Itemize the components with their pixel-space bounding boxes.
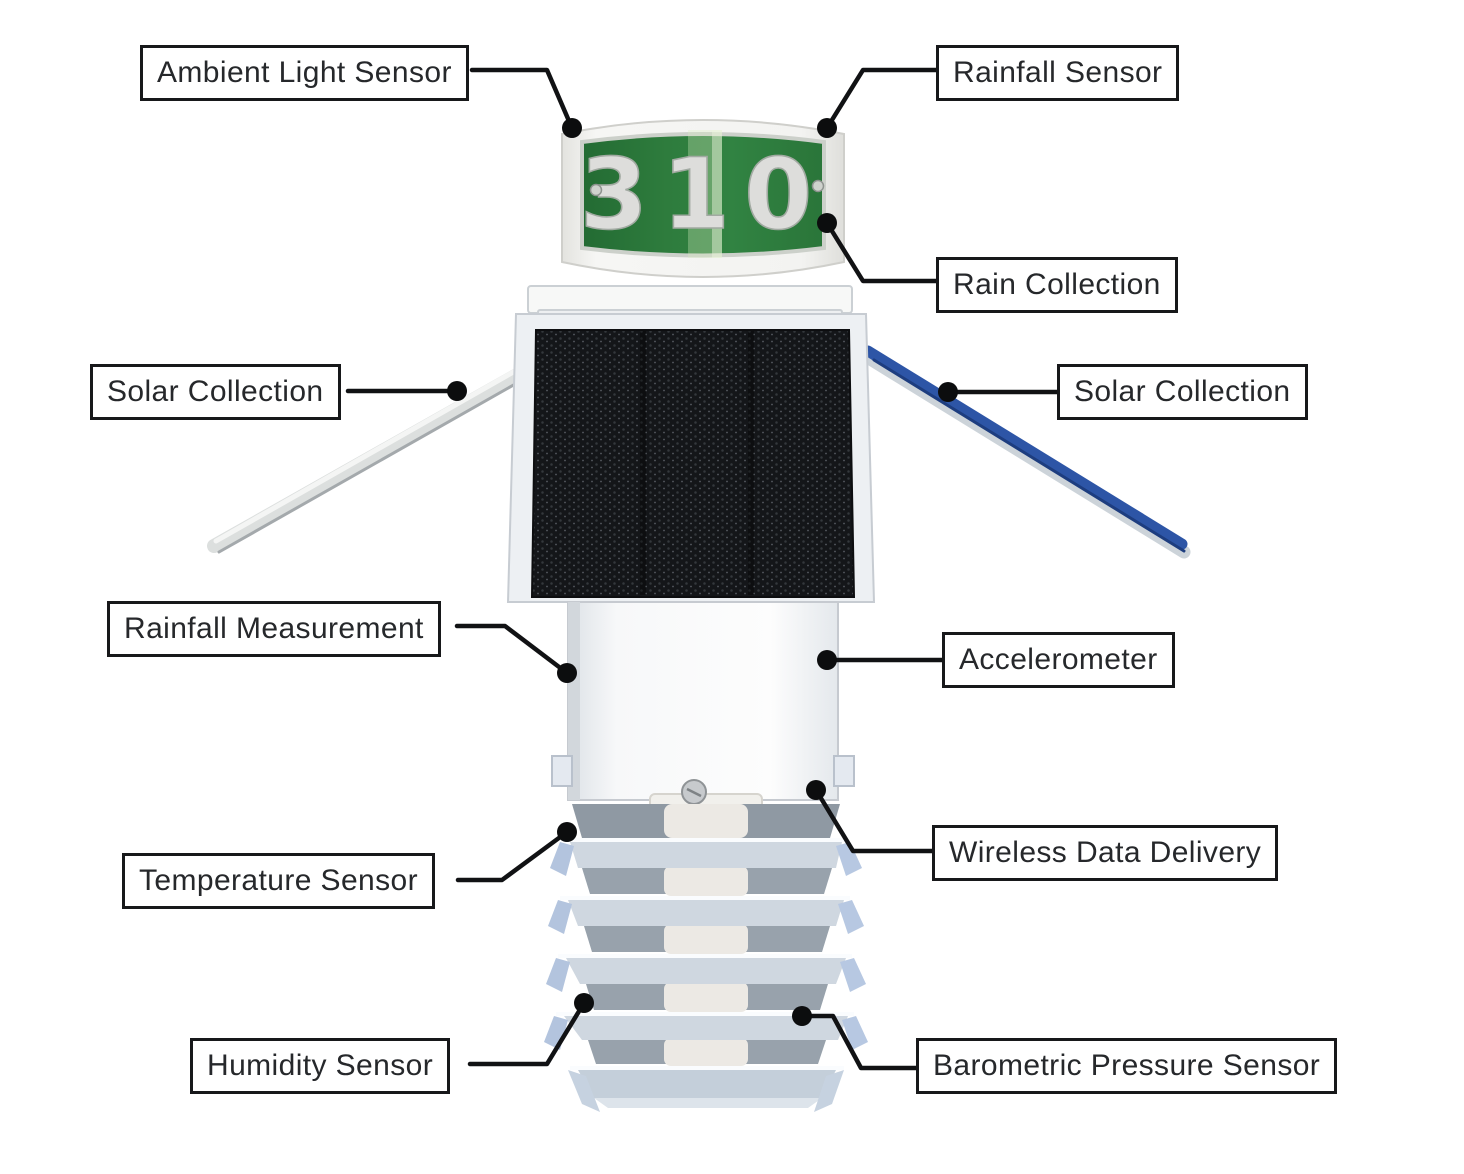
solar-panel: [530, 329, 856, 598]
shield-flare: [548, 900, 572, 934]
shield-flare: [814, 1070, 844, 1112]
connector-ambient-light: [469, 67, 582, 138]
connector-dot: [792, 1006, 812, 1026]
louver-plate: [564, 1016, 848, 1040]
shield-flare: [546, 958, 570, 992]
connector-dot: [817, 118, 837, 138]
plate-screw-left: [589, 183, 603, 197]
connector-dot: [557, 663, 577, 683]
louver-plate: [570, 842, 842, 868]
callout-wireless-data-delivery: Wireless Data Delivery: [932, 825, 1279, 881]
panel-cell-divider: [640, 331, 646, 595]
connector-dot: [562, 118, 582, 138]
callout-temperature-sensor: Temperature Sensor: [122, 853, 436, 909]
connector-dot: [447, 381, 467, 401]
plate-light-streak: [688, 130, 722, 258]
station-id-plate-number: 310: [580, 138, 827, 252]
shield-flare: [842, 1016, 868, 1050]
callout-accelerometer: Accelerometer: [942, 632, 1175, 688]
connector-accelerometer: [817, 650, 945, 670]
solar-wing-right: [862, 345, 1191, 559]
shield-flare: [838, 900, 864, 934]
shield-flare: [568, 1070, 600, 1112]
louver-plate: [578, 1070, 836, 1098]
shield-post: [664, 804, 748, 838]
shield-post: [664, 982, 748, 1012]
screw-slot: [686, 787, 702, 798]
station-id-plate: [580, 132, 826, 258]
callout-humidity-sensor: Humidity Sensor: [190, 1038, 451, 1094]
callout-rainfall-sensor: Rainfall Sensor: [936, 45, 1180, 101]
connector-solar-collection-left: [345, 381, 467, 401]
shield-post: [664, 866, 748, 896]
rainfall-housing: [551, 601, 855, 815]
connector-solar-collection-right: [938, 382, 1060, 402]
callout-barometric-pressure-sensor: Barometric Pressure Sensor: [916, 1038, 1338, 1094]
louver-plate: [568, 900, 844, 926]
connector-dot: [574, 993, 594, 1013]
housing-left-shade: [568, 602, 580, 800]
connector-dot: [806, 780, 826, 800]
connector-rainfall-measurement: [454, 623, 577, 683]
connector-dot: [938, 382, 958, 402]
shield-bottom-edge: [594, 1098, 822, 1108]
callout-rain-collection: Rain Collection: [936, 257, 1178, 313]
solar-wing-left: [207, 355, 547, 554]
connector-wireless-data-delivery: [806, 780, 935, 854]
shield-flare: [836, 842, 862, 876]
connector-rain-collection: [817, 213, 939, 284]
connector-rainfall-sensor: [817, 67, 939, 138]
plate-screw-right: [811, 179, 825, 193]
solar-panel-assembly: [506, 313, 876, 603]
shield-post: [664, 1038, 748, 1066]
connector-dot: [557, 822, 577, 842]
callout-ambient-light-sensor: Ambient Light Sensor: [140, 45, 469, 101]
connector-barometric-pressure-sensor: [792, 1006, 919, 1071]
callout-solar-collection-right: Solar Collection: [1057, 364, 1308, 420]
connector-dot: [817, 213, 837, 233]
connector-temperature-sensor: [455, 822, 577, 883]
callout-rainfall-measurement: Rainfall Measurement: [107, 601, 441, 657]
callout-solar-collection-left: Solar Collection: [90, 364, 341, 420]
panel-cell-divider: [748, 331, 754, 595]
shield-flare: [550, 842, 574, 876]
shield-flare: [840, 958, 866, 992]
mount-tab-left: [551, 755, 573, 787]
top-cylinder: 310: [561, 119, 845, 278]
louver-plate: [566, 958, 846, 984]
mount-tab-right: [833, 755, 855, 787]
connector-dot: [817, 650, 837, 670]
plate-light-streak-highlight: [712, 130, 722, 258]
shield-post: [664, 924, 748, 954]
connector-humidity-sensor: [467, 993, 594, 1067]
